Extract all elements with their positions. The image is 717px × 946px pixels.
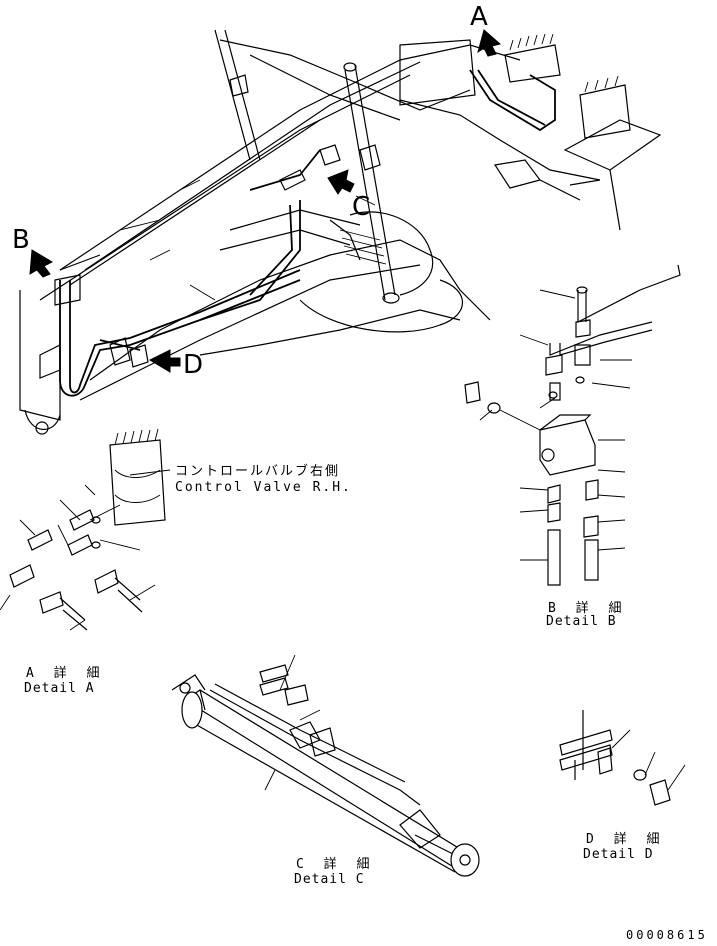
detail-d-caption-jp: D 詳 細 bbox=[586, 832, 666, 847]
detail-a-caption-en: Detail A bbox=[24, 681, 95, 696]
detail-a-caption-jp: A 詳 細 bbox=[26, 666, 106, 681]
detail-b-caption-jp: B 詳 細 bbox=[548, 601, 628, 616]
control-valve-leader bbox=[129, 469, 171, 476]
control-valve-label-en: Control Valve R.H. bbox=[175, 480, 352, 495]
detail-d-caption-en: Detail D bbox=[583, 847, 654, 862]
view-label-a: A bbox=[470, 2, 488, 32]
detail-c-drawing bbox=[171, 654, 480, 877]
detail-c-caption-en: Detail C bbox=[294, 872, 365, 887]
view-label-c: C bbox=[352, 192, 371, 222]
view-label-b: B bbox=[12, 225, 30, 255]
view-arrow-c bbox=[327, 169, 376, 206]
main-assembly bbox=[19, 29, 662, 435]
view-arrow-a bbox=[477, 29, 502, 57]
view-label-d: D bbox=[183, 350, 204, 380]
detail-d-drawing bbox=[559, 710, 686, 806]
detail-c-caption-jp: C 詳 細 bbox=[296, 857, 376, 872]
detail-a-drawing bbox=[0, 428, 166, 631]
view-arrow-b bbox=[29, 249, 54, 278]
drawing-number: 00008615 bbox=[626, 928, 708, 942]
detail-b-drawing bbox=[464, 264, 681, 586]
view-arrow-d bbox=[148, 349, 181, 373]
detail-b-caption-en: Detail B bbox=[546, 614, 617, 629]
control-valve-label-jp: コントロールバルブ右側 bbox=[175, 464, 341, 479]
